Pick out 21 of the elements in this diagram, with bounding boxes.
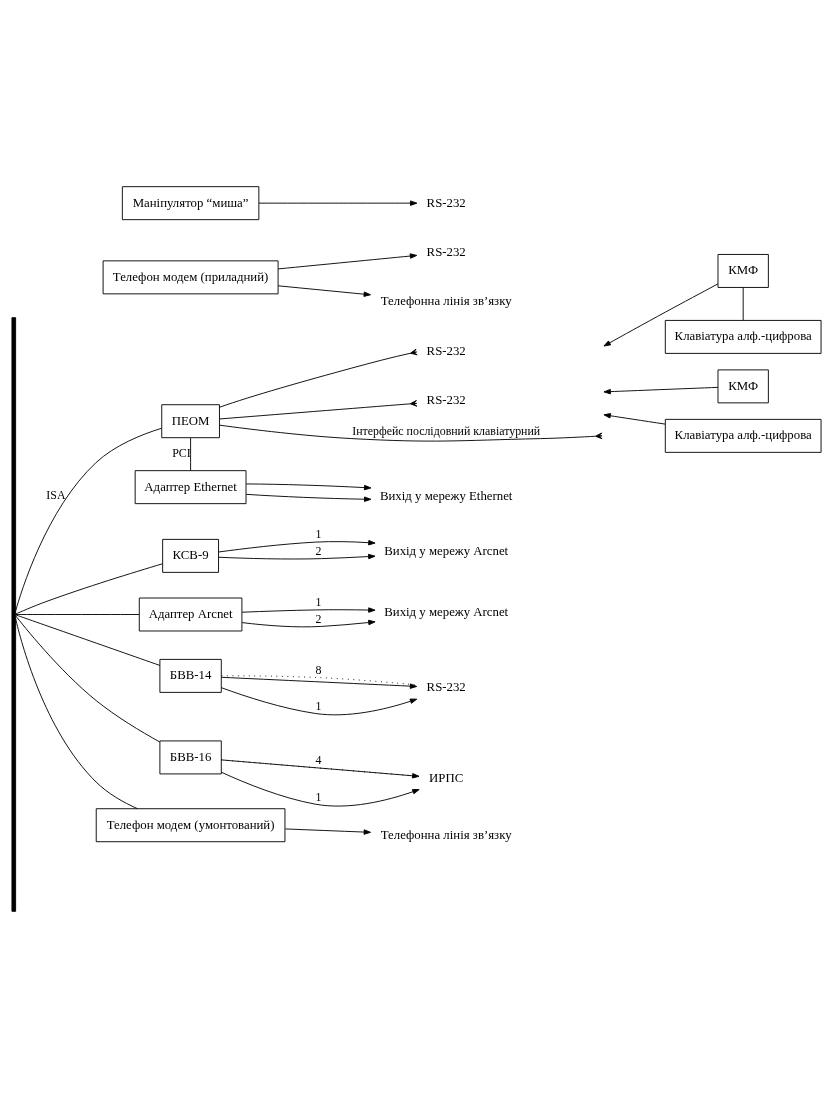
node-text: Телефонна лінія зв’язку <box>380 827 512 842</box>
node-text: RS-232 <box>426 195 466 210</box>
node-text: Вихід у мережу Arcnet <box>384 543 509 558</box>
edge-label: Інтерфейс послідовний клавіатурний <box>352 423 541 438</box>
edge-label: 1 <box>315 789 322 804</box>
node-text: Телефонна лінія зв’язку <box>380 293 512 308</box>
node-text: Вихід у мережу Ethernet <box>379 488 513 503</box>
edge-label: 2 <box>315 611 322 626</box>
edge-label: 2 <box>315 543 322 558</box>
node-text: RS-232 <box>426 343 466 358</box>
node-text: RS-232 <box>426 392 466 407</box>
node-text: RS-232 <box>426 244 466 259</box>
edge-label: 1 <box>315 526 322 541</box>
node-text: ИРПС <box>429 770 464 785</box>
node-text: Вихід у мережу Arcnet <box>384 604 509 619</box>
edge-label: PCI <box>172 445 191 460</box>
node-text: RS-232 <box>426 679 466 694</box>
edge-label: 8 <box>315 662 322 676</box>
edge-label: 1 <box>315 594 322 609</box>
edge-label: ISA <box>46 487 66 502</box>
edge-label: 1 <box>315 698 322 713</box>
